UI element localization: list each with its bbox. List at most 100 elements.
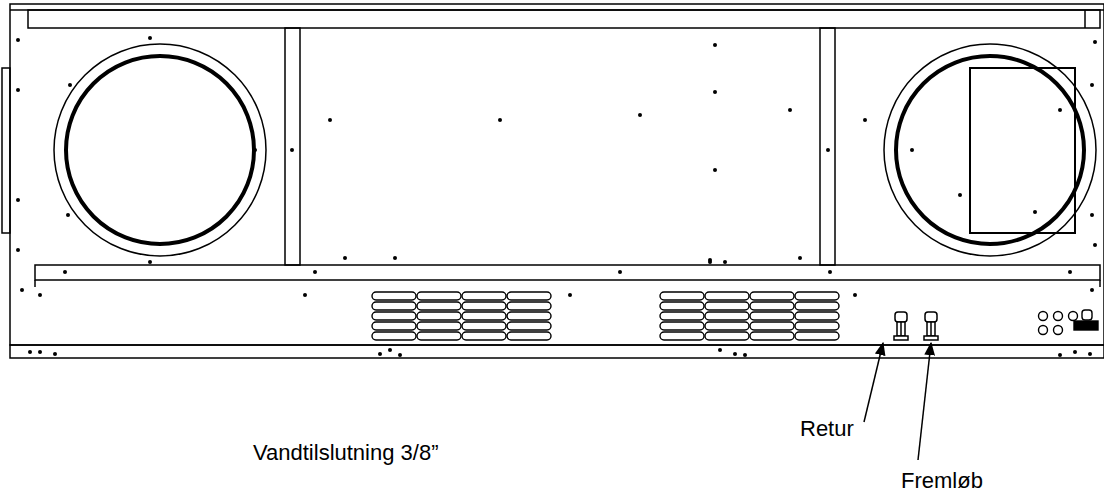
rivet-dot [708, 260, 712, 264]
rivet-dot [66, 213, 70, 217]
louver-slot [507, 332, 551, 340]
rivet-dot [253, 148, 257, 152]
callout-label: Fremløb [901, 468, 983, 493]
rivet-dot [1090, 213, 1094, 217]
louver-slot [750, 312, 794, 320]
louver-slot [507, 312, 551, 320]
rivet-dot [958, 193, 962, 197]
duct-ring [896, 56, 1084, 244]
side-bracket [2, 68, 10, 233]
rivet-dot [1068, 270, 1072, 274]
rivet-dot [1093, 243, 1097, 247]
base-strip [10, 345, 1104, 358]
louver-slot [462, 322, 506, 330]
louver-slot [372, 332, 416, 340]
callout-label: Vandtilslutning 3/8” [253, 440, 439, 465]
rivet-dot [853, 293, 857, 297]
rivet-dot [1058, 353, 1062, 357]
rivet-dot [713, 90, 717, 94]
louver-slot [750, 322, 794, 330]
rivet-dot [148, 36, 152, 40]
rivet-dot [1090, 288, 1094, 292]
louver-slot [462, 292, 506, 300]
rivet-dot [733, 352, 737, 356]
rivet-dot [1073, 350, 1077, 354]
louver-slot [750, 302, 794, 310]
vertical-strip [820, 28, 835, 265]
rivet-dot [798, 256, 802, 260]
louver-slot [750, 332, 794, 340]
rivet-dot [16, 88, 20, 92]
rivet-dot [1033, 210, 1037, 214]
rivet-dot [38, 293, 42, 297]
rivet-dot [68, 83, 72, 87]
callout-label: Retur [800, 416, 854, 441]
rivet-dot [20, 288, 24, 292]
rivet-dot [16, 38, 20, 42]
louver-slot [462, 302, 506, 310]
rivet-dot [788, 108, 792, 112]
duct-insert [970, 68, 1075, 233]
rivet-dot [38, 350, 42, 354]
louver-slot [795, 322, 839, 330]
duct-ring [66, 56, 254, 244]
rivet-dot [1088, 352, 1092, 356]
rivet-dot [743, 353, 747, 357]
louver-grille [372, 292, 839, 340]
louver-slot [417, 292, 461, 300]
rivet-dot [1093, 40, 1097, 44]
louver-slot [705, 332, 749, 340]
rivet-dot [638, 113, 642, 117]
rivet-dot [1058, 108, 1062, 112]
rivet-dot [398, 353, 402, 357]
rivet-dot [28, 350, 32, 354]
louver-slot [660, 302, 704, 310]
louver-slot [795, 332, 839, 340]
rivet-dot [290, 148, 294, 152]
louver-slot [795, 312, 839, 320]
louver-slot [462, 332, 506, 340]
cable-gland [1039, 310, 1099, 335]
louver-slot [417, 332, 461, 340]
horizontal-rail [35, 265, 1100, 280]
louver-slot [795, 292, 839, 300]
rivet-dot [63, 270, 67, 274]
louver-slot [372, 322, 416, 330]
louver-slot [462, 312, 506, 320]
louver-slot [507, 292, 551, 300]
louver-slot [507, 322, 551, 330]
louver-slot [372, 292, 416, 300]
housing [10, 4, 1104, 345]
rivet-dot [328, 118, 332, 122]
rivet-dot [313, 270, 317, 274]
louver-slot [705, 292, 749, 300]
louver-slot [750, 292, 794, 300]
duct-outer [54, 44, 266, 256]
rivet-dot [1090, 83, 1094, 87]
rivet-dot [53, 352, 57, 356]
louver-slot [660, 332, 704, 340]
rivet-dot [16, 198, 20, 202]
rivet-dot [568, 293, 572, 297]
rivet-dot [826, 148, 830, 152]
rivet-dot [303, 293, 307, 297]
rivet-dots [16, 36, 1097, 357]
louver-slot [795, 302, 839, 310]
rivet-dot [16, 248, 20, 252]
louver-slot [372, 312, 416, 320]
rivet-dot [718, 348, 722, 352]
vertical-strip [285, 28, 300, 265]
louver-slot [372, 302, 416, 310]
louver-slot [705, 312, 749, 320]
louver-slot [660, 312, 704, 320]
rivet-dot [618, 270, 622, 274]
duct-outer [884, 44, 1096, 256]
top-flange [28, 10, 1100, 28]
rivet-dot [863, 118, 867, 122]
louver-slot [705, 302, 749, 310]
rivet-dot [388, 348, 392, 352]
louver-slot [417, 302, 461, 310]
rivet-dot [910, 148, 914, 152]
